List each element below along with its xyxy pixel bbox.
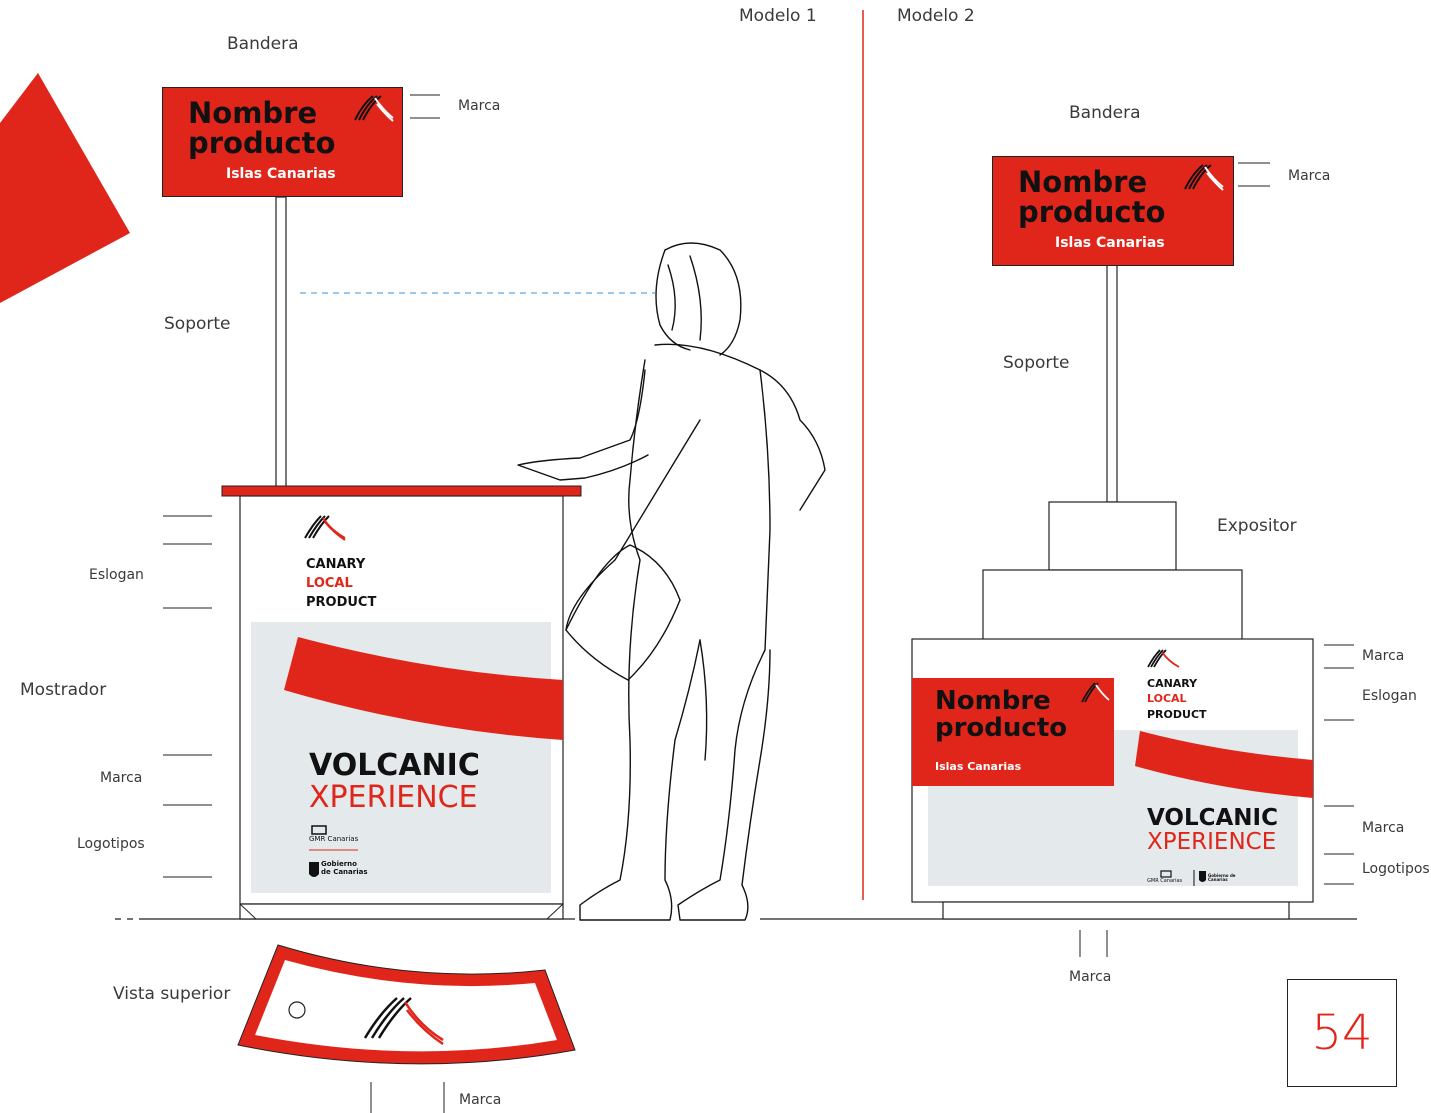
m2-support-pole <box>1106 264 1118 503</box>
model2-heading: Modelo 2 <box>897 6 975 26</box>
m2-logotipos-label: Logotipos <box>1362 861 1430 877</box>
m2-expositor-label: Expositor <box>1217 516 1297 536</box>
brand-mark-icon <box>1081 682 1110 703</box>
m1-countertop <box>221 485 582 497</box>
brand-mark-icon <box>1184 164 1224 191</box>
m2-marca-base-label: Marca <box>1069 969 1112 985</box>
m2-gmr-logo-text: GMR Canarias <box>1147 878 1183 884</box>
decorative-red-wedge <box>0 73 130 303</box>
m2-banner-subtitle: Islas Canarias <box>1055 235 1165 251</box>
m1-banner-subtitle: Islas Canarias <box>226 166 336 182</box>
m2-banner-name: Nombre producto <box>1018 165 1166 230</box>
brand-mark-icon <box>304 515 346 541</box>
m2-counter-base <box>942 901 1290 920</box>
m2-display-tier-top <box>1048 501 1177 571</box>
m1-mostrador-label: Mostrador <box>20 680 107 700</box>
person-figure <box>517 242 826 921</box>
page-number: 54 <box>1287 979 1397 1087</box>
m2-counter-subtitle: Islas Canarias <box>935 760 1022 773</box>
coat-of-arms-icon <box>309 862 319 877</box>
m1-marca-banner-label: Marca <box>458 98 501 114</box>
m1-vista-superior-label: Vista superior <box>113 984 231 1004</box>
m2-brand-wordmark: VOLCANIC XPERIENCE <box>1147 805 1278 856</box>
m1-tick-lines <box>163 94 445 1113</box>
m2-marca-top-label: Marca <box>1362 648 1405 664</box>
coat-of-arms-icon <box>1199 871 1206 882</box>
m1-support-pole <box>275 196 287 488</box>
m1-brand-wordmark: VOLCANIC XPERIENCE <box>309 748 480 815</box>
m1-counter-base <box>239 903 564 920</box>
brand-mark-icon <box>1147 649 1180 668</box>
m2-gobierno-logo-text: Gobierno de Canarias <box>1208 873 1236 883</box>
m1-top-view-hole <box>288 1001 306 1019</box>
m2-counter-name-panel: Nombre producto Islas Canarias <box>912 678 1114 786</box>
m2-tick-lines <box>1079 162 1354 957</box>
m2-marca-banner-label: Marca <box>1288 168 1331 184</box>
m1-red-band <box>284 637 563 740</box>
m1-banner-flag: Nombre producto Islas Canarias <box>162 87 403 197</box>
m2-counter-name: Nombre producto <box>935 686 1068 744</box>
m1-gmr-logo-text: GMR Canarias <box>309 835 359 843</box>
m1-soporte-label: Soporte <box>164 314 231 334</box>
m2-display-tier-middle <box>982 569 1243 641</box>
m1-bandera-label: Bandera <box>227 34 299 54</box>
m1-marca-counter-label: Marca <box>100 770 143 786</box>
m2-red-band <box>1135 731 1313 798</box>
m2-bandera-label: Bandera <box>1069 103 1141 123</box>
m1-eslogan-label: Eslogan <box>89 567 144 583</box>
m2-marca-mid-label: Marca <box>1362 820 1405 836</box>
gmr-logo-icon <box>1160 870 1172 878</box>
m1-banner-name: Nombre producto <box>188 96 336 161</box>
gmr-logo-icon <box>311 825 327 835</box>
model1-heading: Modelo 1 <box>739 6 817 26</box>
m2-banner-flag: Nombre producto Islas Canarias <box>992 156 1234 266</box>
brand-mark-icon <box>363 997 444 1046</box>
m2-slogan: CANARY LOCAL PRODUCT <box>1147 677 1207 721</box>
m2-eslogan-label: Eslogan <box>1362 688 1417 704</box>
m1-marca-top-view-label: Marca <box>459 1092 502 1108</box>
m2-soporte-label: Soporte <box>1003 353 1070 373</box>
brand-mark-icon <box>354 95 394 122</box>
m1-slogan: CANARY LOCAL PRODUCT <box>306 557 377 610</box>
m1-gobierno-logo-text: Gobierno de Canarias <box>321 860 368 876</box>
m1-logotipos-label: Logotipos <box>77 836 145 852</box>
